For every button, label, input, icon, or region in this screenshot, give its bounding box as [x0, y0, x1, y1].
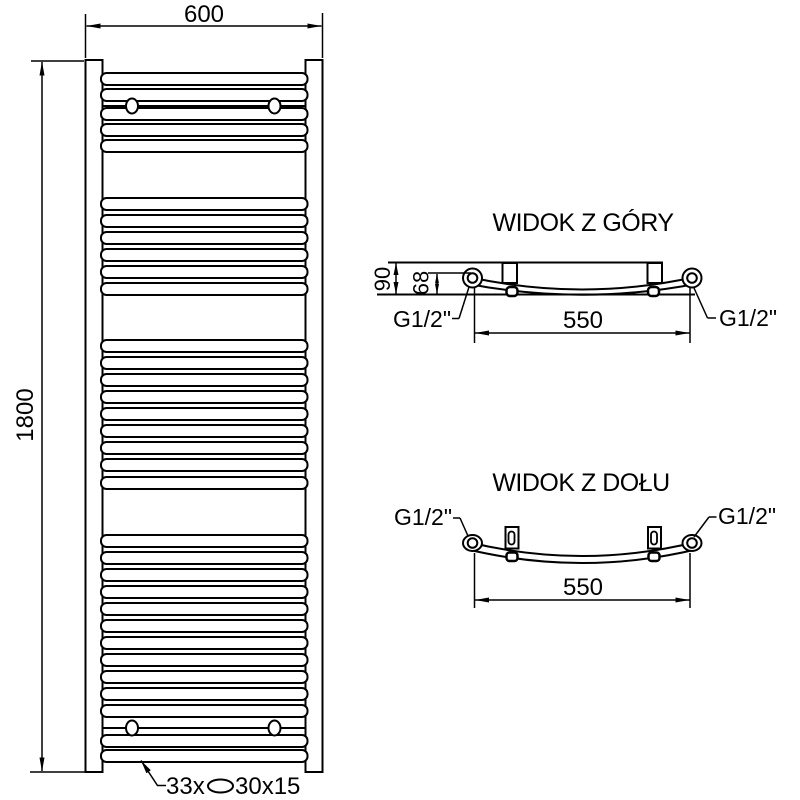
rung — [100, 356, 309, 370]
rung — [100, 107, 309, 121]
bracket-clamp — [646, 285, 661, 298]
rung — [100, 88, 309, 102]
dimension-height: 1800 — [12, 60, 101, 773]
arrowhead-icon — [39, 757, 45, 772]
rung — [100, 602, 309, 616]
rung — [100, 265, 309, 279]
front-view — [84, 59, 324, 773]
rung — [100, 390, 309, 404]
rung — [100, 458, 309, 472]
thread-callout-left: G1/2" — [394, 504, 469, 537]
thread-callout-right: G1/2" — [693, 287, 777, 331]
rung — [100, 139, 309, 153]
height-dim-label: 1800 — [12, 388, 39, 441]
top-view: WIDOK Z GÓRY 90 68 — [370, 208, 777, 343]
arrowhead-icon — [475, 330, 489, 336]
thread-label: G1/2" — [719, 305, 777, 331]
rung — [100, 636, 309, 650]
left-collector-tube — [84, 59, 104, 773]
depth-dim-label: 90 — [370, 267, 395, 291]
mounting-hole-icon — [267, 719, 282, 737]
arrowhead-icon — [39, 61, 45, 76]
wall-bracket — [646, 262, 663, 284]
dimension-depth-90: 90 — [370, 263, 399, 294]
rung-profile-callout: 33x 30x15 — [140, 760, 300, 800]
mounting-hole-icon — [267, 97, 282, 115]
thread-label: G1/2" — [393, 306, 451, 332]
rung — [100, 476, 309, 490]
tube-arc-inner — [468, 276, 696, 291]
bottom-view-title: WIDOK Z DOŁU — [492, 469, 669, 497]
dimension-spacing-550-top: 550 — [473, 288, 691, 343]
arrowhead-icon — [141, 760, 151, 774]
dimension-width: 600 — [84, 1, 324, 58]
bracket-slot-icon — [650, 530, 658, 546]
rung-size-label: 30x15 — [235, 773, 300, 800]
rung — [100, 72, 309, 86]
rung — [100, 214, 309, 228]
tube-arc-inner — [467, 541, 697, 557]
axis-dim-label: 68 — [409, 271, 434, 295]
tube-arc-outer — [465, 282, 699, 296]
rung — [100, 585, 309, 599]
rung — [100, 441, 309, 455]
mounting-hole-icon — [125, 719, 139, 737]
bracket-slot-icon — [507, 530, 516, 546]
arrowhead-icon — [393, 282, 399, 294]
rung — [100, 424, 309, 438]
rung — [100, 197, 309, 211]
spacing-dim-label: 550 — [563, 307, 603, 334]
tube-arc-outer — [465, 548, 699, 564]
dimension-axis-68: 68 — [409, 271, 471, 295]
arrowhead-icon — [393, 263, 399, 275]
thread-label: G1/2" — [718, 503, 776, 529]
thread-label: G1/2" — [394, 504, 452, 530]
rung — [100, 534, 309, 548]
rung — [100, 619, 309, 633]
rung — [100, 749, 309, 763]
spacing-dim-label: 550 — [563, 574, 603, 601]
thread-callout-left: G1/2" — [393, 286, 470, 332]
rung-count-label: 33x — [166, 773, 205, 800]
bracket-clamp — [505, 551, 519, 563]
connection-port-icon — [466, 537, 479, 549]
arrowhead-icon — [435, 284, 439, 294]
mounting-hole-icon — [125, 97, 139, 115]
bottom-view: WIDOK Z DOŁU G1/2" G1/2" — [394, 469, 776, 608]
connection-port-icon — [686, 537, 698, 549]
arrowhead-icon — [675, 330, 690, 336]
wall-bracket — [501, 262, 518, 284]
bracket-clamp — [505, 285, 519, 298]
dimension-spacing-550-bottom: 550 — [473, 553, 691, 608]
rung — [100, 670, 309, 684]
rung — [100, 231, 309, 245]
rung — [100, 568, 309, 582]
rung — [100, 734, 309, 748]
width-dim-label: 600 — [184, 1, 224, 28]
rung — [100, 373, 309, 387]
arrowhead-icon — [475, 597, 489, 603]
rung — [100, 282, 309, 296]
rung — [100, 339, 309, 353]
rung — [100, 687, 309, 701]
thread-callout-right: G1/2" — [693, 503, 776, 538]
oval-profile-icon — [207, 778, 234, 794]
rung — [100, 123, 309, 137]
rung — [100, 653, 309, 667]
arrowhead-icon — [86, 23, 101, 29]
rung — [100, 407, 309, 421]
rung — [100, 551, 309, 565]
arrowhead-icon — [435, 273, 439, 284]
top-view-title: WIDOK Z GÓRY — [492, 208, 674, 237]
connection-port-icon — [686, 272, 698, 284]
arrowhead-icon — [307, 23, 322, 29]
bracket-clamp — [647, 551, 661, 563]
rung-group — [100, 72, 309, 763]
rung — [100, 704, 309, 718]
connection-port-icon — [466, 272, 479, 284]
arrowhead-icon — [675, 597, 690, 603]
rung — [100, 248, 309, 262]
